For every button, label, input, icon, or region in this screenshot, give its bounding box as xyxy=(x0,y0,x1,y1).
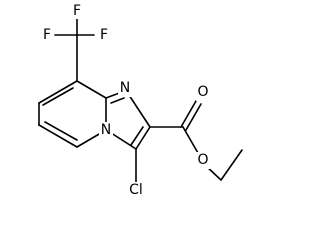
atom-n-bridge: N xyxy=(101,122,111,138)
bond-n1-c2 xyxy=(126,91,151,128)
bonds xyxy=(38,17,243,183)
bond-c2-c3-double xyxy=(130,126,144,146)
bond-c6-c5 xyxy=(38,124,78,148)
bond-c6-c5-double xyxy=(44,121,78,141)
chemical-structure-diagram: F F F N N O O Cl xyxy=(38,3,243,199)
atom-f-right: F xyxy=(100,27,108,43)
bond-carbonyl-o-ester xyxy=(182,126,199,154)
atom-n-imine: N xyxy=(120,80,130,96)
atom-o-carbonyl: O xyxy=(197,84,208,100)
atom-f-left: F xyxy=(43,27,51,43)
bond-c8-c7 xyxy=(38,80,78,104)
atom-o-ester: O xyxy=(197,152,208,168)
atom-f-top: F xyxy=(73,3,81,19)
bond-c8a-n1-double xyxy=(110,97,125,104)
bond-carbonyl-o-double-b xyxy=(185,103,202,131)
atom-labels: F F F N N O O Cl xyxy=(40,3,210,199)
bond-ch2-ch3 xyxy=(220,149,243,181)
bond-c8a-c8 xyxy=(76,80,107,99)
bond-c8-c7-double xyxy=(42,87,74,106)
bond-c2-c3 xyxy=(135,126,151,150)
bond-carbonyl-o-double-a xyxy=(180,100,197,128)
atom-cl: Cl xyxy=(129,182,143,198)
